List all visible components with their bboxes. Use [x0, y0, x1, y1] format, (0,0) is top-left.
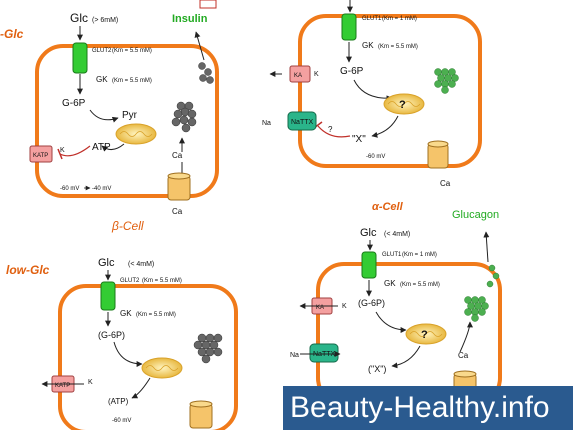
na-label: Na: [262, 120, 271, 127]
glut2-label: GLUT2: [92, 48, 112, 54]
glut2-transporter-low: [100, 281, 116, 311]
question-mark-alpha-low: ?: [421, 329, 428, 341]
membrane-potential-low: -60 mV: [112, 418, 131, 424]
g6p-label-alpha: G-6P: [340, 66, 364, 77]
alpha-cell-membrane-top: [298, 14, 482, 168]
membrane-potential-b: -40 mV: [92, 186, 111, 192]
insulin-granules-low: [193, 333, 223, 364]
glc-label: Glc: [70, 11, 88, 25]
ca-intracellular-alpha-low: Ca: [458, 351, 469, 360]
insulin-label: Insulin: [172, 13, 208, 25]
na-ttx-channel: [287, 111, 317, 131]
glc-label-alpha-low: Glc: [360, 227, 377, 239]
question-mark-mito: ?: [399, 99, 406, 111]
gk-label: GK: [96, 75, 108, 84]
membrane-potential-alpha: -60 mV: [366, 154, 385, 160]
alpha-cell-high-glc-panel: GLUT1 (Km = 1 mM) GK (Km = 5.5 mM) G-6P …: [262, 0, 482, 213]
glucagon-label: Glucagon: [452, 209, 499, 221]
glc-concentration: (> 6mM): [92, 17, 118, 24]
gk-km-low: (Km = 5.5 mM): [136, 312, 176, 318]
glut1-km: (Km = 1 mM): [382, 16, 417, 22]
x-factor-label-low: ("X"): [368, 364, 386, 374]
alpha-cell-low-glc-panel: Glc (< 4mM) GLUT1 (Km = 1 mM) GK (Km = 5…: [290, 209, 502, 406]
ca-channel-low: [189, 403, 213, 429]
k-plus-label-low: K: [88, 379, 93, 386]
glc-concentration-low: (< 4mM): [128, 261, 154, 268]
natx-label: NaTTX: [291, 119, 314, 126]
ca-extracellular: Ca: [172, 207, 183, 216]
glut2-km-low: (Km = 5.5 mM): [142, 278, 182, 284]
glc-concentration-alpha-low: (< 4mM): [384, 231, 410, 238]
g6p-label-alpha-low: (G-6P): [358, 298, 385, 308]
atp-label: ATP: [92, 142, 111, 153]
gk-label-low: GK: [120, 309, 132, 318]
k-plus-label-alpha-low: K: [342, 303, 347, 310]
beta-cell-high-glc-panel: -Glc Glc (> 6mM) GLUT2 (Km = 5.5 mM) GK …: [0, 0, 219, 233]
glucagon-granules-low: [464, 264, 500, 322]
glut2-transporter: [72, 42, 88, 74]
glucagon-granules-top: [434, 68, 459, 94]
glut2-km: (Km = 5.5 mM): [112, 48, 152, 54]
beta-cell-low-glc-panel: low-Glc Glc (< 4mM) GLUT2 (Km = 5.5 mM) …: [6, 257, 238, 430]
high-glc-side-label: -Glc: [0, 27, 24, 41]
gk-km-alpha: (Km = 5.5 mM): [378, 44, 418, 50]
watermark-banner: [283, 386, 573, 430]
k-plus-label-alpha: K: [314, 71, 319, 78]
glut1-transporter: [341, 13, 357, 41]
g6p-label: G-6P: [62, 98, 86, 109]
gk-km: (Km = 5.5 mM): [112, 78, 152, 84]
glut1-label: GLUT1: [362, 16, 382, 22]
beta-cell-label: β-Cell: [111, 219, 144, 233]
gk-label-alpha-low: GK: [384, 279, 396, 288]
atp-label-low: (ATP): [108, 397, 129, 406]
ca-intracellular: Ca: [172, 151, 183, 160]
glc-label-low: Glc: [98, 257, 115, 269]
ca-channel: [167, 175, 191, 201]
x-factor-label: "X": [352, 134, 366, 145]
gk-km-alpha-low: (Km = 5.5 mM): [400, 282, 440, 288]
ka-label: KA: [294, 73, 302, 79]
ka-label-low: KA: [316, 305, 324, 311]
watermark-text: Beauty-Healthy.info: [290, 391, 550, 424]
alpha-cell-label: α-Cell: [372, 201, 404, 213]
beta-cell-membrane: [35, 44, 219, 198]
glut1-label-low: GLUT1: [382, 252, 402, 258]
ka-channel: [289, 65, 311, 83]
katp-label-low: KATP: [55, 383, 70, 389]
low-glc-side-label: low-Glc: [6, 263, 50, 277]
glut1-km-low: (Km = 1 mM): [402, 252, 437, 258]
ca-channel-alpha: [427, 143, 449, 169]
g6p-label-low: (G-6P): [98, 330, 125, 340]
k-plus-label: K: [60, 147, 65, 154]
ca-extracellular-alpha: Ca: [440, 179, 451, 188]
question-mark-na: ?: [328, 125, 333, 134]
membrane-potential-a: -60 mV: [60, 186, 79, 192]
beta-cell-membrane-low: [58, 284, 238, 430]
katp-channel: [29, 145, 53, 163]
gk-label-alpha: GK: [362, 41, 374, 50]
glut1-transporter-low: [361, 251, 377, 279]
glut2-label-low: GLUT2: [120, 278, 140, 284]
pyr-label: Pyr: [122, 110, 138, 121]
insulin-granules: [171, 62, 214, 133]
katp-label: KATP: [33, 153, 48, 159]
na-label-low: Na: [290, 352, 299, 359]
